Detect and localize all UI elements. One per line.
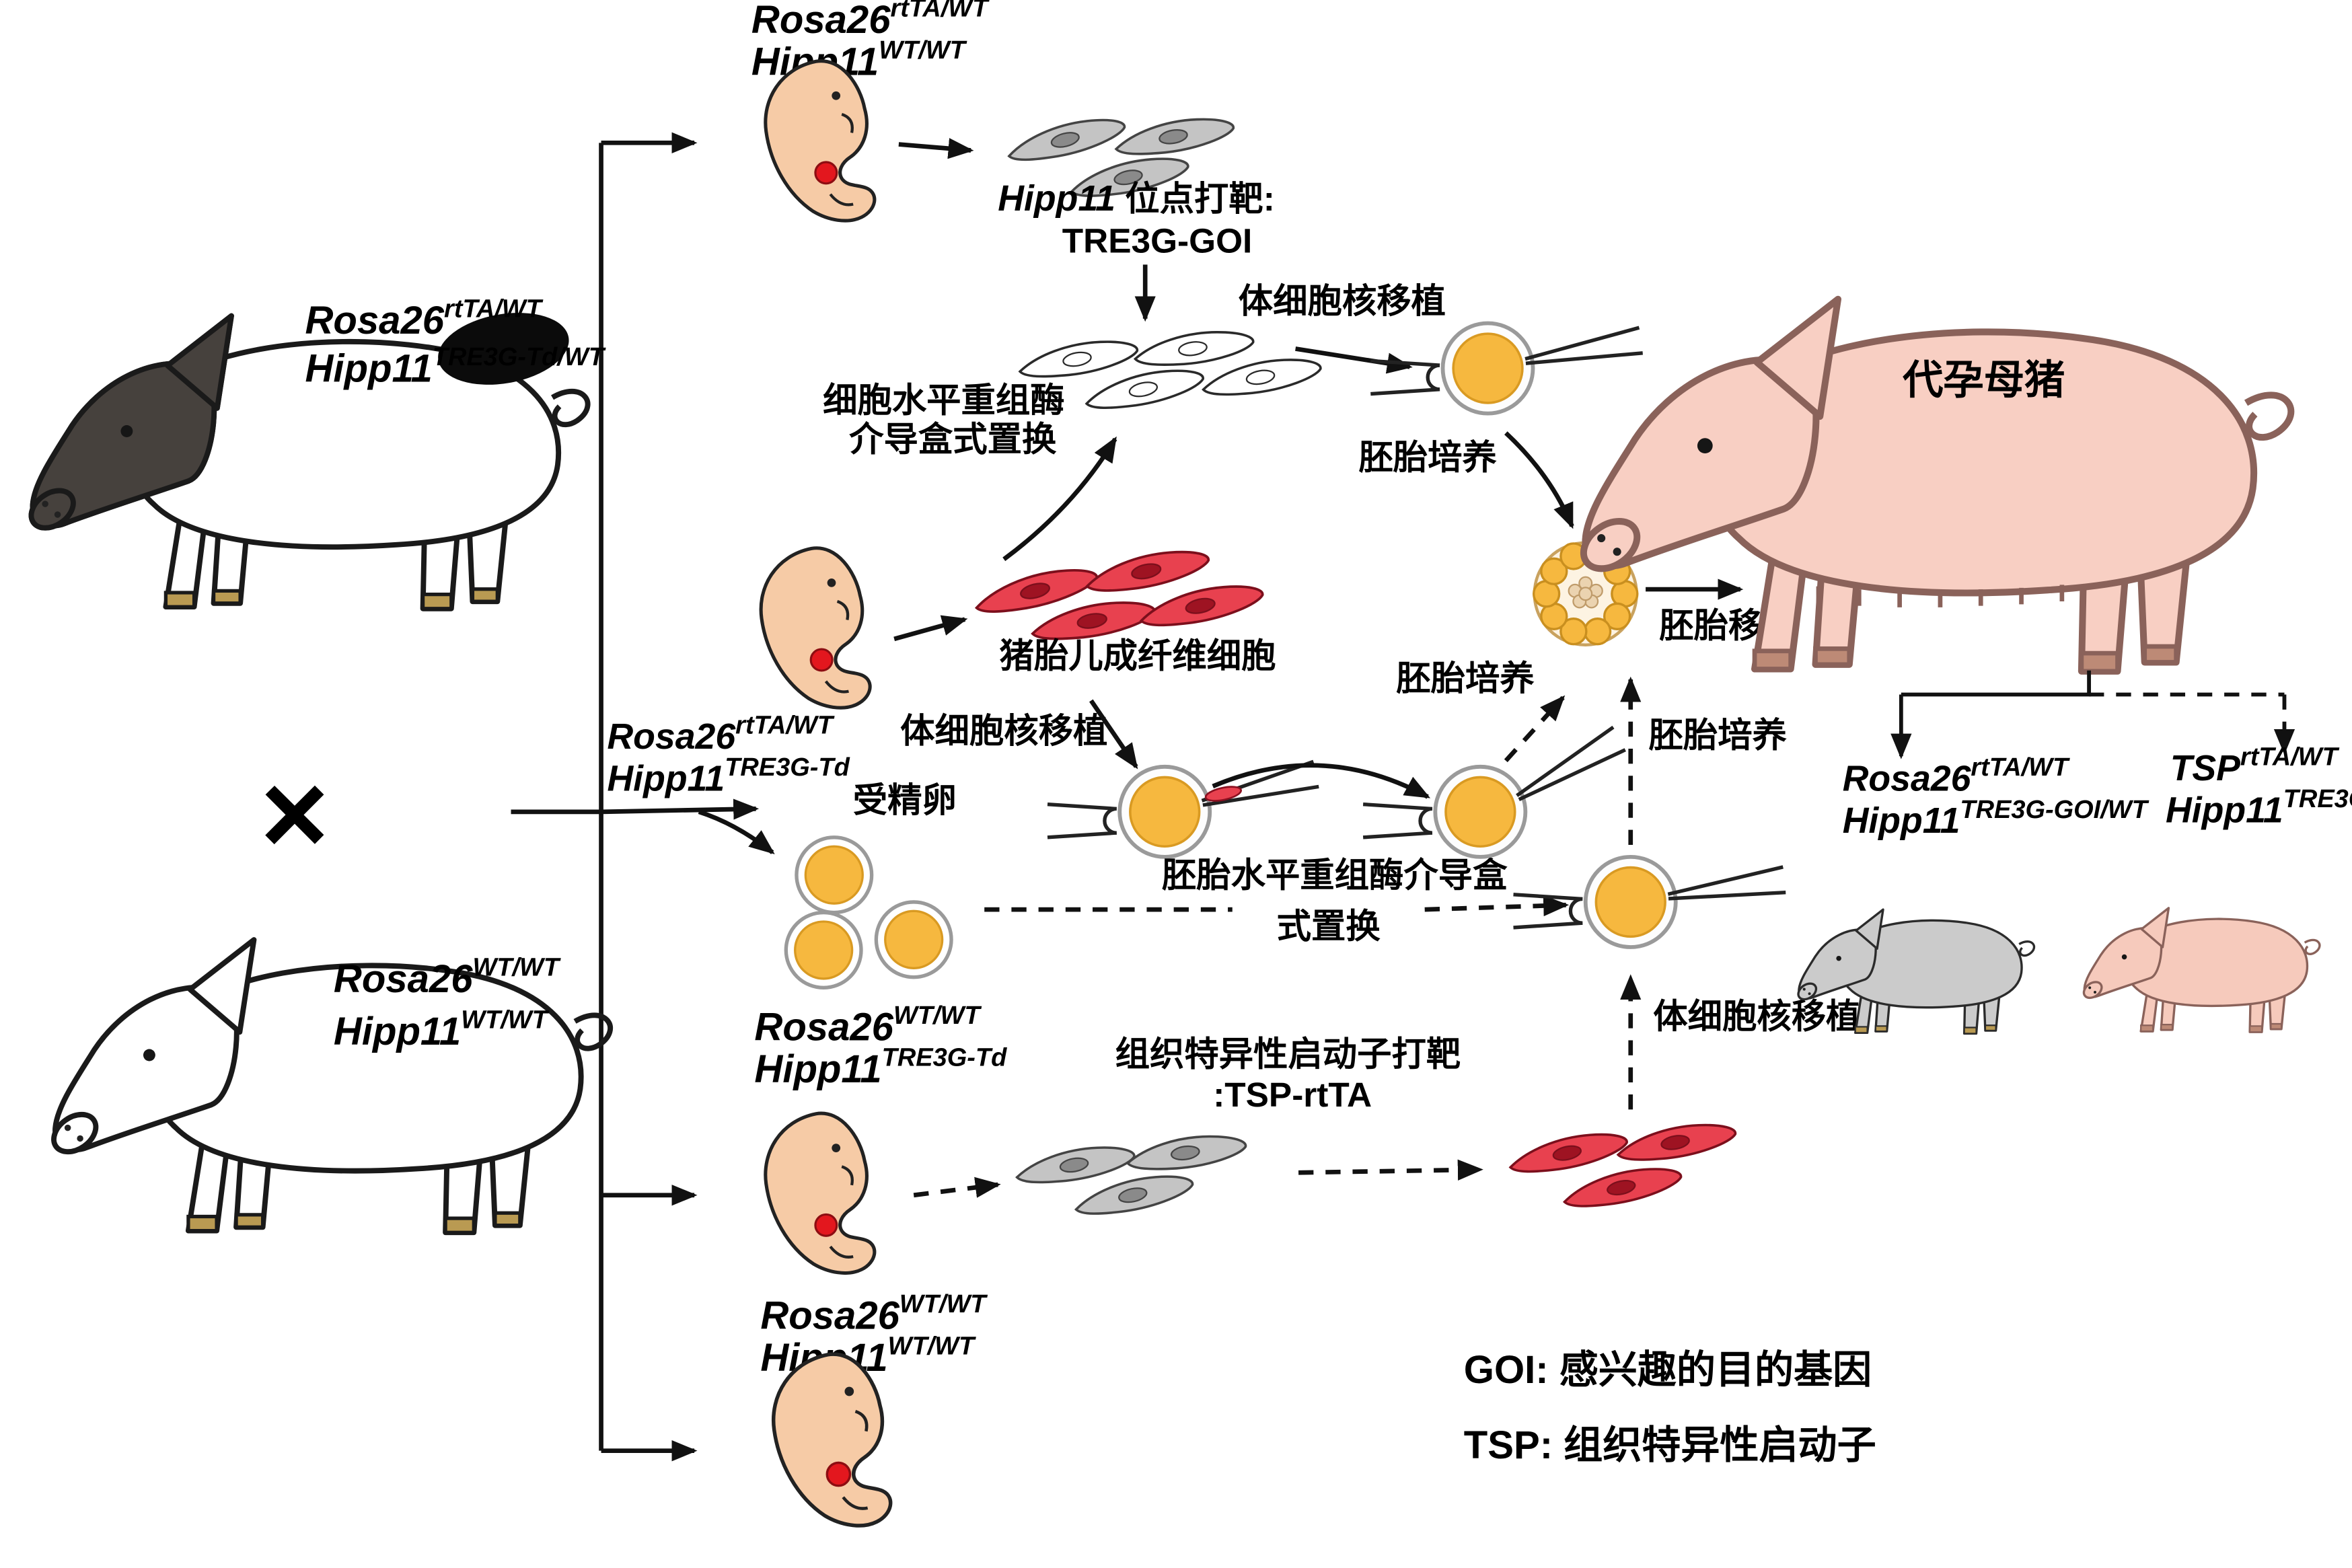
tsp-piglet-illustration xyxy=(2081,908,2320,1032)
scnt-top-label: 体细胞核移植 xyxy=(1239,281,1446,320)
tsp-piglet-genotype-line2: Hipp11TRE3G-Td xyxy=(2166,785,2352,830)
fetus1-genotype-line1: Rosa26rtTA/WT xyxy=(751,0,990,42)
oocyte-3-injection xyxy=(1363,727,1625,857)
fetal-fibroblasts-label: 猪胎儿成纤维细胞 xyxy=(1000,636,1276,675)
rmce-embryo-label-line1: 胚胎水平重组酶介导盒 xyxy=(1162,856,1508,895)
surrogate-sow-illustration xyxy=(1575,299,2291,671)
fetus2-genotype-line2: Hipp11TRE3G-Td xyxy=(607,753,850,798)
pedigree-branch-lines xyxy=(511,132,775,1462)
fetus2-genotype-line1: Rosa26rtTA/WT xyxy=(607,712,834,757)
embryo-culture-top-label: 胚胎培养 xyxy=(1358,437,1497,476)
tsp-targeting-label-line2: :TSP-rtTA xyxy=(1213,1075,1372,1114)
fetus3-genotype-line1: Rosa26WT/WT xyxy=(754,1002,982,1049)
fibroblast-cluster-red-mid xyxy=(971,542,1267,648)
arrow-fetus2-to-cells xyxy=(893,615,968,642)
dam-pig-illustration xyxy=(47,940,611,1232)
dashes-rmce-embryo-right xyxy=(1424,895,1570,917)
oocyte-2-injection xyxy=(1048,761,1319,857)
surrogate-sow-label: 代孕母猪 xyxy=(1902,357,2065,403)
legend-tsp: TSP: 组织特异性启动子 xyxy=(1464,1423,1876,1467)
arrow-fetus1-to-cells xyxy=(898,138,974,159)
goi-piglet-genotype-line1: Rosa26rtTA/WT xyxy=(1843,753,2070,798)
fetus1-illustration xyxy=(766,61,875,221)
fetus2-illustration xyxy=(761,548,870,708)
rmce-cell-label-line2: 介导盒式置换 xyxy=(849,419,1057,458)
scnt-mid-label: 体细胞核移植 xyxy=(900,711,1107,750)
oocyte-4-injection xyxy=(1514,857,1786,947)
scnt-bottom-label: 体细胞核移植 xyxy=(1653,997,1860,1036)
rmce-embryo-label-line2: 式置换 xyxy=(1277,907,1381,946)
arrow-fetus3-to-cells-dashed xyxy=(913,1177,1001,1198)
oocyte-1-injection xyxy=(1370,324,1642,414)
tsp-piglet-genotype-line1: TSPrtTA/WT xyxy=(2170,743,2340,788)
fibroblast-cluster-red-bottom xyxy=(1506,1116,1739,1216)
goi-piglet-genotype-line2: Hipp11TRE3G-GOI/WT xyxy=(1843,796,2149,841)
legend: GOI: 感兴趣的目的基因 TSP: 组织特异性启动子 xyxy=(1464,1348,1876,1467)
hipp11-targeting-label-line1: Hipp11 位点打靶: xyxy=(998,178,1275,219)
breeding-cross-symbol: × xyxy=(260,747,329,879)
sire-pig-illustration xyxy=(24,313,588,609)
arrow-gray-to-red-dashed xyxy=(1298,1159,1483,1181)
dam-genotype-line2: Hipp11WT/WT xyxy=(334,1006,550,1054)
arrow-scnt-mid xyxy=(1089,699,1138,770)
sire-genotype-line2: Hipp11TRE3G-Td/WT xyxy=(305,343,605,391)
arrow-culture-left-dashed xyxy=(1504,695,1566,763)
sire-genotype-line1: Rosa26rtTA/WT xyxy=(305,295,543,343)
arrow-oocyte2-to-oocyte3 xyxy=(1212,763,1431,799)
tsp-targeting-label-line1: 组织特异性启动子打靶 xyxy=(1115,1035,1461,1074)
fibroblast-cluster-gray-bottom xyxy=(1013,1129,1249,1223)
fetus4-illustration xyxy=(774,1354,891,1526)
injected-red-cell xyxy=(1204,786,1242,802)
embryo-culture-left-label: 胚胎培养 xyxy=(1396,659,1535,698)
fetus3-genotype-line2: Hipp11TRE3G-Td xyxy=(754,1044,1007,1092)
sow-to-piglets-connectors xyxy=(1890,670,2295,759)
fetus4-genotype-line1: Rosa26WT/WT xyxy=(760,1290,988,1338)
arrow-culture-top xyxy=(1504,431,1574,529)
fertilized-eggs-illustration xyxy=(786,837,951,987)
fertilized-egg-label: 受精卵 xyxy=(853,780,957,819)
embryo-culture-right-label: 胚胎培养 xyxy=(1649,716,1788,755)
legend-goi: GOI: 感兴趣的目的基因 xyxy=(1464,1348,1872,1392)
dam-genotype-line1: Rosa26WT/WT xyxy=(334,953,561,1001)
sow-teats xyxy=(1816,585,2065,607)
hipp11-targeting-label-line2: TRE3G-GOI xyxy=(1062,221,1253,260)
fetus3-illustration xyxy=(766,1113,875,1273)
arrow-rmce-cell-curve xyxy=(1002,436,1117,562)
rmce-cell-label-line1: 细胞水平重组酶 xyxy=(823,380,1065,419)
